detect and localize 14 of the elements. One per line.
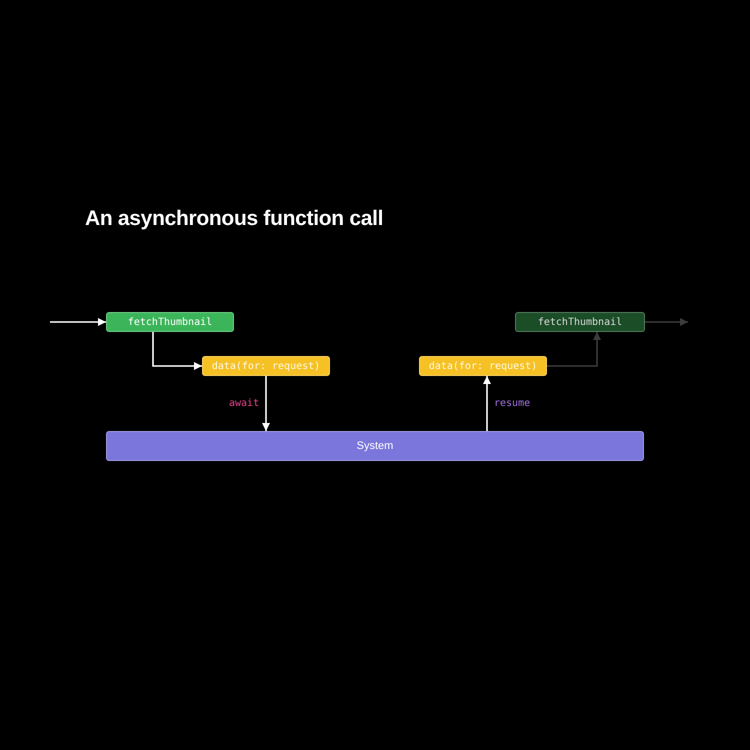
system-bar: System (106, 431, 644, 461)
call-box: data(for: request) (419, 356, 547, 376)
arrow (262, 376, 270, 431)
arrow (50, 318, 106, 326)
call-box: data(for: request) (202, 356, 330, 376)
arrow (152, 332, 202, 370)
arrow (645, 318, 688, 326)
title: An asynchronous function call (85, 207, 384, 231)
edge-label: await (229, 398, 260, 410)
function-box: fetchThumbnail (106, 312, 234, 332)
arrow (547, 332, 601, 367)
function-box: fetchThumbnail (515, 312, 645, 332)
arrow (483, 376, 491, 431)
edge-label: resume (494, 398, 530, 410)
